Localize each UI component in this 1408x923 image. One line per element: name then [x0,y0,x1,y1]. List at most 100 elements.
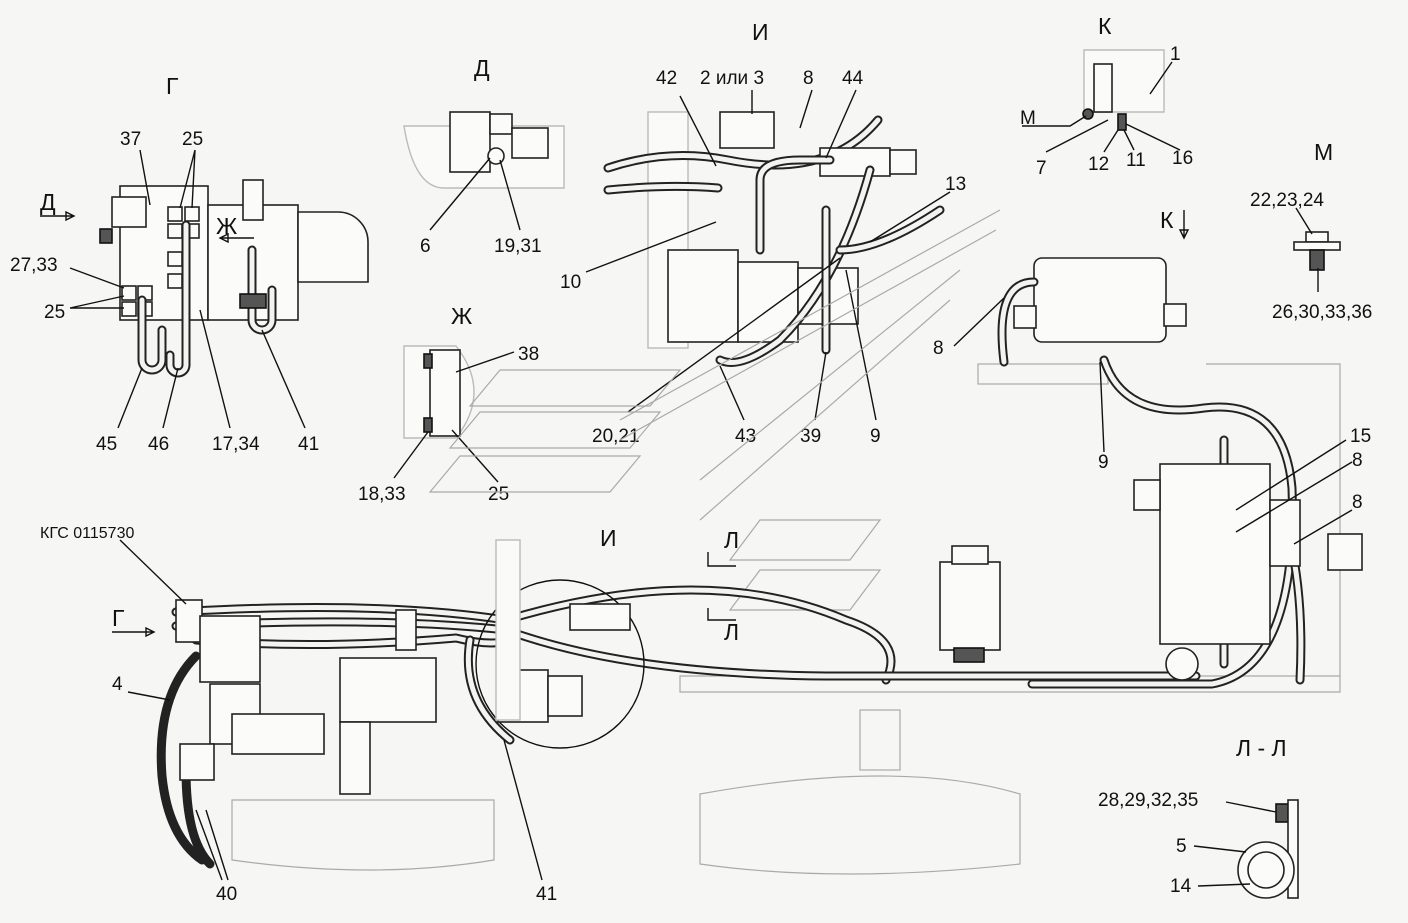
leader-39 [814,351,827,421]
leader-41a [261,329,306,429]
leader-25a [179,149,196,209]
valve-block-main [199,615,261,683]
bolt-38 [423,353,433,369]
arrow-g [112,626,156,638]
solenoid-d [511,127,549,159]
center-fitting [395,609,417,651]
leader-15 [1235,439,1347,511]
leader-9a [845,269,877,421]
nut-41 [239,293,267,309]
callout-25c: 25 [488,484,509,505]
control-unit-stand [339,721,371,795]
callout-42: 42 [656,68,677,89]
callout-25b: 25 [44,302,65,323]
callout-8c: 8 [1352,450,1363,471]
detail-label-i: И [600,525,617,551]
bracket-5 [1287,799,1299,899]
view-zh-detail: Ж 38 18,33 25 [358,303,539,505]
control-unit [339,657,437,723]
leader-28-29-32-35 [1225,801,1277,813]
arrow-label-k: К [1160,207,1174,233]
view-label-i: И [752,19,769,45]
leader-17-34 [199,309,231,429]
callout-15: 15 [1350,426,1371,447]
motor-top [951,545,989,565]
valve-coil-d [489,113,513,135]
callout-26-30-33-36: 26,30,33,36 [1272,302,1372,323]
callout-7: 7 [1036,158,1047,179]
view-l-l-detail: Л - Л 28,29,32,35 5 14 [1098,735,1299,899]
leader-42 [679,95,717,167]
bolt-head-22 [1305,231,1329,243]
callout-37: 37 [120,129,141,150]
pump-housing [297,211,369,283]
arrow-k [1178,210,1190,240]
view-label-zh: Ж [451,303,472,329]
section-mark-l-top [707,552,736,567]
view-label-d: Д [474,55,490,81]
leader-43 [719,365,745,421]
callout-9b: 9 [1098,452,1109,473]
callout-5: 5 [1176,836,1187,857]
leader-13 [869,191,951,243]
fitting-6 [487,147,505,165]
junction-box [179,743,215,781]
tank-wall-1 [1093,63,1113,113]
callout-8d: 8 [1352,492,1363,513]
bolt-18 [423,417,433,433]
bracket-main [495,539,521,721]
callout-9a: 9 [870,426,881,447]
leader-9b [1099,361,1105,453]
callout-11: 11 [1126,150,1146,171]
leader-16 [1125,123,1181,151]
leader-38 [455,351,515,373]
callout-19-31: 19,31 [494,236,542,257]
valve-cluster-main [569,603,631,631]
callout-46: 46 [148,434,169,455]
view-label-m: М [1314,139,1333,165]
callout-1: 1 [1170,44,1181,65]
leader-5 [1193,845,1247,853]
callout-2-or-3: 2 или 3 [700,68,764,89]
callout-12: 12 [1088,154,1109,175]
cooler-side [1269,499,1301,567]
arrow-label-d: Д [40,189,56,215]
leader-41b [503,739,543,881]
cooler-outlet [1327,533,1363,571]
arrow-label-zh: Ж [216,213,237,239]
leader-37 [139,149,151,206]
callout-41b: 41 [536,884,557,905]
leader-4 [127,691,171,701]
callout-20-21: 20,21 [592,426,640,447]
leader-8b [953,297,1005,347]
arrow-zh [218,232,254,244]
callout-8a: 8 [803,68,814,89]
bolt-28 [1275,803,1289,823]
leader-20-21 [627,257,841,413]
callout-13: 13 [945,174,966,195]
leader-45 [117,367,143,429]
motor-mid-right [939,561,1001,651]
tank-clamp-right [1163,303,1187,327]
leader-8d [1293,509,1353,545]
hose-4-corrugated [156,651,207,865]
callout-27-33: 27,33 [10,255,58,276]
document-code: КГС 0115730 [40,525,134,542]
callout-38: 38 [518,344,539,365]
callout-14: 14 [1170,876,1192,897]
leader-11 [1123,129,1135,151]
flange-zh [429,349,461,437]
view-d-detail: Д 6 19,31 [403,55,565,257]
section-mark-l-bottom [707,608,736,621]
leader-46 [162,367,179,429]
leader-44 [825,89,857,159]
cooler [1159,463,1271,645]
valve-body-d [449,111,491,173]
arrow-d [40,210,76,222]
callout-22-23-24: 22,23,24 [1250,190,1324,211]
callout-28-29-32-35: 28,29,32,35 [1098,790,1198,811]
leader-8c [1235,461,1353,533]
section-label-l-bottom: Л [724,619,739,645]
